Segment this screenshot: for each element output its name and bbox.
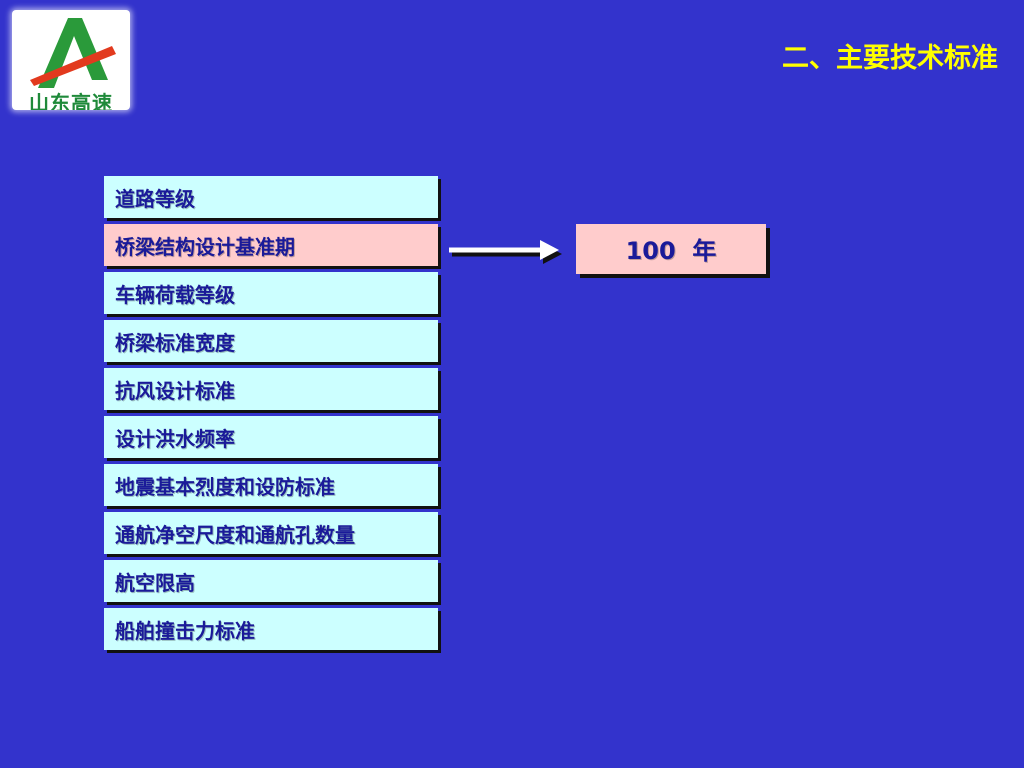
list-item-vehicle-load: 车辆荷载等级 (104, 272, 438, 314)
list-item-design-period: 桥梁结构设计基准期 (104, 224, 438, 266)
list-item-navigation-clearance: 通航净空尺度和通航孔数量 (104, 512, 438, 554)
logo-mark-icon (30, 18, 116, 88)
result-value: 100 年 (576, 224, 766, 274)
list-item-bridge-width: 桥梁标准宽度 (104, 320, 438, 362)
list-item-road-grade: 道路等级 (104, 176, 438, 218)
arrow-right-icon (449, 240, 562, 264)
logo: 山东高速 (12, 10, 130, 110)
page-title: 二、主要技术标准 (782, 43, 998, 74)
list-item-ship-collision: 船舶撞击力标准 (104, 608, 438, 650)
list-item-flood-frequency: 设计洪水频率 (104, 416, 438, 458)
logo-text: 山东高速 (29, 91, 113, 110)
list-item-seismic-standard: 地震基本烈度和设防标准 (104, 464, 438, 506)
list-item-wind-resistance: 抗风设计标准 (104, 368, 438, 410)
list-item-aviation-height: 航空限高 (104, 560, 438, 602)
